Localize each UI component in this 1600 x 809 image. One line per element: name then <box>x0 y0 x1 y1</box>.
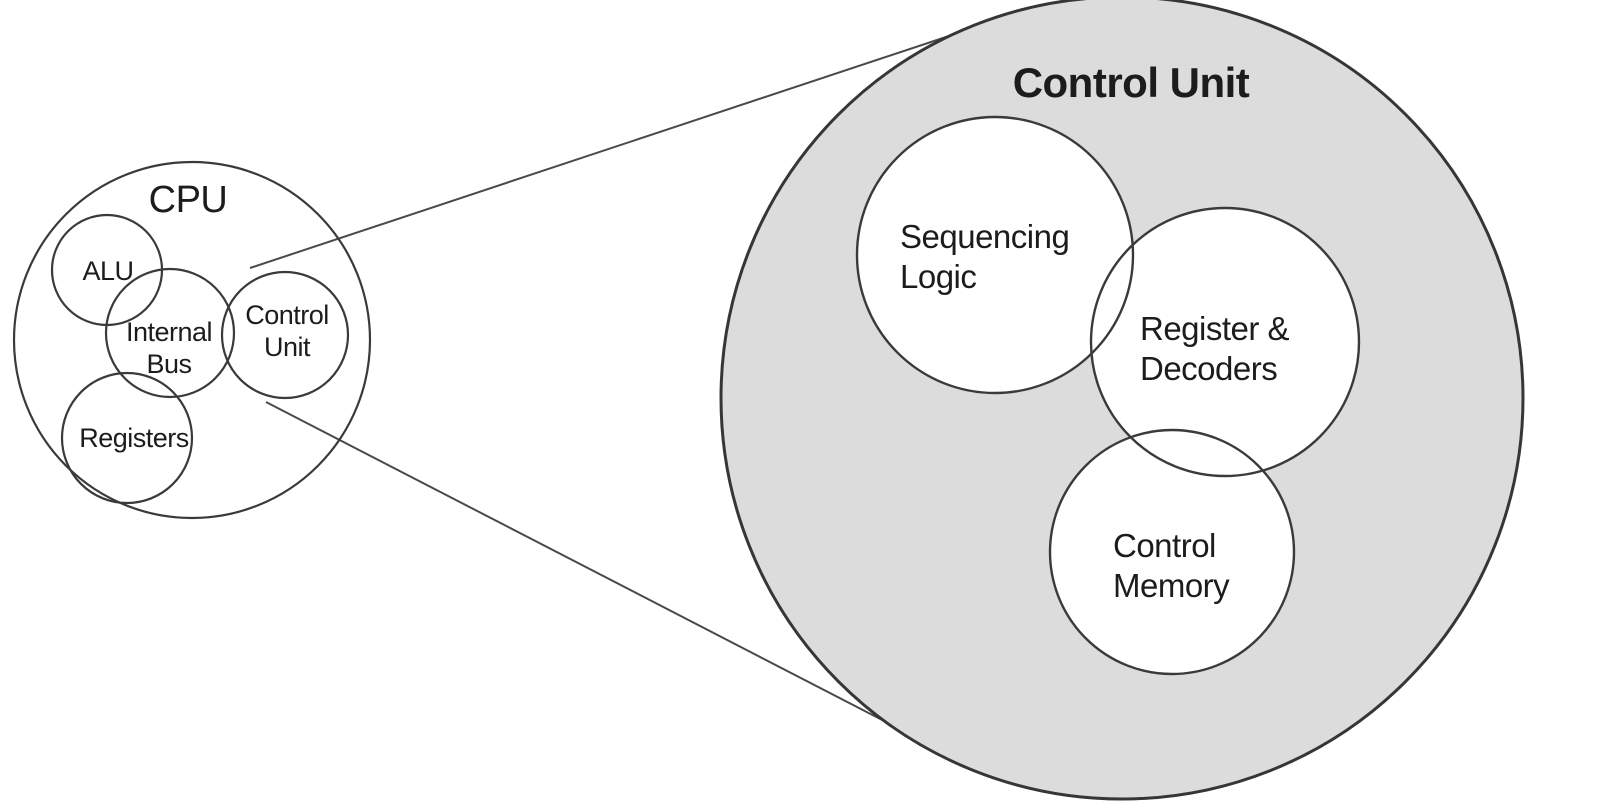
sequencing-logic-label-line2: Logic <box>900 258 976 295</box>
register-decoders-label-line1: Register & <box>1140 310 1290 347</box>
control-memory-label-line1: Control <box>1113 527 1216 564</box>
register-decoders-label-line2: Decoders <box>1140 350 1277 387</box>
cpu-title: CPU <box>149 179 228 221</box>
control-unit-small-label-line2: Unit <box>264 332 311 362</box>
internal-bus-label-line2: Bus <box>146 349 191 379</box>
control-unit-detail-title: Control Unit <box>1013 59 1250 106</box>
internal-bus-label-line1: Internal <box>126 317 212 347</box>
control-unit-small-label-line1: Control <box>245 300 329 330</box>
control-memory-label-line2: Memory <box>1113 567 1230 604</box>
cpu-circle <box>12 160 372 520</box>
sequencing-logic-label-line1: Sequencing <box>900 218 1069 255</box>
registers-circle <box>60 371 194 505</box>
registers-label: Registers <box>79 423 189 453</box>
magnifier-line-top <box>249 32 959 269</box>
register-decoders-circle <box>1089 206 1361 478</box>
internal-bus-circle <box>104 267 236 399</box>
magnifier-line-bottom <box>265 401 891 725</box>
register-decoders-circle-fill <box>1091 208 1359 476</box>
control-memory-circle <box>1048 428 1296 676</box>
sequencing-logic-circle-fill <box>857 117 1133 393</box>
alu-label: ALU <box>82 256 133 286</box>
control-memory-circle-fill <box>1050 430 1294 674</box>
sequencing-logic-circle <box>855 115 1135 395</box>
control-unit-small-circle <box>220 270 350 400</box>
